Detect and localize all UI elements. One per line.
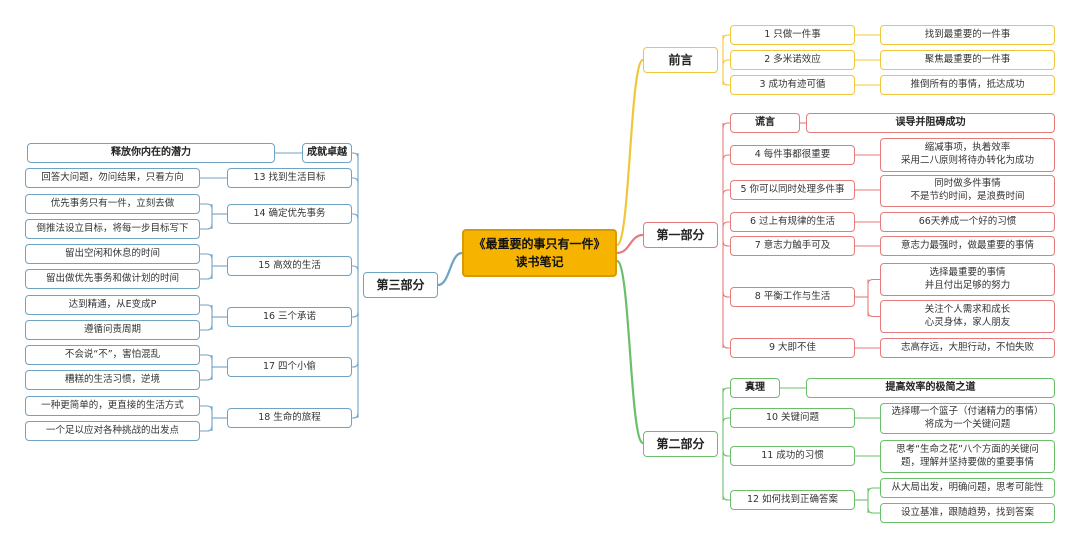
connector-part1-branch <box>722 189 730 196</box>
connector-part1-branch <box>722 122 730 129</box>
connector-part2-branch <box>722 387 730 394</box>
section-part2[interactable]: 第二部分 <box>643 431 718 457</box>
part3-detail-17-2[interactable]: 糟糕的生活习惯，逆境 <box>25 370 200 390</box>
connector-part3-detail-branch <box>200 223 213 230</box>
part1-detail-9-1[interactable]: 志高存远，大胆行动，不怕失败 <box>880 338 1055 358</box>
part3-detail-16-1[interactable]: 达到精通，从E变成P <box>25 295 200 315</box>
connector-center-part2 <box>615 259 645 445</box>
part3-item-15[interactable]: 15 高效的生活 <box>227 256 352 276</box>
connector-part3-detail-branch <box>200 354 213 361</box>
connector-part1-detail-branch <box>867 278 880 285</box>
connector-part2-detail-branch <box>867 507 880 514</box>
part1-item-6[interactable]: 6 过上有规律的生活 <box>730 212 855 232</box>
section-preface[interactable]: 前言 <box>643 47 718 73</box>
connector-part3-branch <box>352 265 359 272</box>
preface-detail-3[interactable]: 推倒所有的事情，抵达成功 <box>880 75 1055 95</box>
preface-detail-2[interactable]: 聚焦最重要的一件事 <box>880 50 1055 70</box>
part2-item-12[interactable]: 12 如何找到正确答案 <box>730 490 855 510</box>
part2-detail-10-1[interactable]: 选择哪一个篮子（付诸精力的事情） 将成为一个关键问题 <box>880 403 1055 434</box>
preface-detail-1[interactable]: 找到最重要的一件事 <box>880 25 1055 45</box>
connector-preface-branch <box>722 79 730 86</box>
part1-detail-8-1[interactable]: 选择最重要的事情 并且付出足够的努力 <box>880 263 1055 296</box>
part1-tag-lie[interactable]: 谎言 <box>730 113 800 133</box>
part2-detail-12-2[interactable]: 设立基准，跟随趋势，找到答案 <box>880 503 1055 523</box>
part1-item-7[interactable]: 7 意志力触手可及 <box>730 236 855 256</box>
connector-part1-branch <box>722 154 730 161</box>
connector-part3-detail-branch <box>200 253 213 260</box>
connector-preface-branch <box>722 34 730 41</box>
part1-detail-7-1[interactable]: 意志力最强时，做最重要的事情 <box>880 236 1055 256</box>
connector-center-preface <box>615 58 645 247</box>
connector-part3-branch <box>352 412 359 419</box>
part3-detail-15-2[interactable]: 留出做优先事务和做计划的时间 <box>25 269 200 289</box>
connector-part1-branch <box>722 342 730 349</box>
part3-detail-14-1[interactable]: 优先事务只有一件，立刻去做 <box>25 194 200 214</box>
part3-tag-summary[interactable]: 释放你内在的潜力 <box>27 143 275 163</box>
preface-item-3[interactable]: 3 成功有迹可循 <box>730 75 855 95</box>
part1-item-9[interactable]: 9 大即不佳 <box>730 338 855 358</box>
part3-detail-15-1[interactable]: 留出空闲和休息的时间 <box>25 244 200 264</box>
part2-tag-summary[interactable]: 提高效率的极简之道 <box>806 378 1055 398</box>
connector-part3-detail-branch <box>200 273 213 280</box>
part2-item-10[interactable]: 10 关键问题 <box>730 408 855 428</box>
part1-detail-4-1[interactable]: 缩减事项，执着效率 采用二八原则将待办转化为成功 <box>880 138 1055 172</box>
connector-part3-detail-branch <box>200 324 213 331</box>
connector-center-part1 <box>616 233 644 255</box>
connector-part3-detail-branch <box>200 425 213 432</box>
connector-part2-branch <box>722 417 730 424</box>
part1-tag-summary[interactable]: 误导并阻碍成功 <box>806 113 1055 133</box>
connector-preface-branch <box>722 59 730 66</box>
center-title-line2: 读书笔记 <box>515 255 564 269</box>
connector-part3-detail-branch <box>200 304 213 311</box>
connector-part3-detail-branch <box>200 405 213 412</box>
connector-part3-branch <box>352 361 359 368</box>
connector-part3-branch <box>352 311 359 318</box>
connector-part2-branch <box>722 450 730 457</box>
center-node-title[interactable]: 《最重要的事只有一件》 读书笔记 <box>462 229 617 277</box>
center-title-line1: 《最重要的事只有一件》 <box>473 237 606 251</box>
connector-part1-branch <box>722 291 730 298</box>
part2-detail-11-1[interactable]: 思考“生命之花”八个方面的关键问 题，理解并坚持要做的重要事情 <box>880 440 1055 473</box>
connector-part1-branch <box>722 221 730 228</box>
connector-part3-branch <box>352 177 359 184</box>
part3-item-16[interactable]: 16 三个承诺 <box>227 307 352 327</box>
part1-detail-8-2[interactable]: 关注个人需求和成长 心灵身体，家人朋友 <box>880 300 1055 333</box>
section-part1[interactable]: 第一部分 <box>643 222 718 248</box>
part3-detail-18-2[interactable]: 一个足以应对各种挑战的出发点 <box>25 421 200 441</box>
preface-item-2[interactable]: 2 多米诺效应 <box>730 50 855 70</box>
part3-detail-13-1[interactable]: 回答大问题，勿问结果，只看方向 <box>25 168 200 188</box>
part3-item-14[interactable]: 14 确定优先事务 <box>227 204 352 224</box>
connector-part3-detail-branch <box>200 203 213 210</box>
part1-item-5[interactable]: 5 你可以同时处理多件事 <box>730 180 855 200</box>
preface-item-1[interactable]: 1 只做一件事 <box>730 25 855 45</box>
part3-tag-excellence[interactable]: 成就卓越 <box>302 143 352 163</box>
connector-part2-detail-branch <box>867 487 880 494</box>
connector-part1-detail-branch <box>867 311 880 318</box>
part3-item-13[interactable]: 13 找到生活目标 <box>227 168 352 188</box>
connector-part3-branch <box>352 213 359 220</box>
part3-detail-14-2[interactable]: 倒推法设立目标，将每一步目标写下 <box>25 219 200 239</box>
part3-item-17[interactable]: 17 四个小偷 <box>227 357 352 377</box>
connector-part2-branch <box>722 494 730 501</box>
part1-item-4[interactable]: 4 每件事都很重要 <box>730 145 855 165</box>
part1-detail-6-1[interactable]: 66天养成一个好的习惯 <box>880 212 1055 232</box>
part3-item-18[interactable]: 18 生命的旅程 <box>227 408 352 428</box>
connector-part3-branch <box>352 152 359 159</box>
part1-detail-5-1[interactable]: 同时做多件事情 不是节约时间，是浪费时间 <box>880 175 1055 207</box>
connector-part1-branch <box>722 240 730 247</box>
part2-detail-12-1[interactable]: 从大局出发，明确问题，思考可能性 <box>880 478 1055 498</box>
part1-item-8[interactable]: 8 平衡工作与生活 <box>730 287 855 307</box>
connector-part3-detail-branch <box>200 374 213 381</box>
part3-detail-17-1[interactable]: 不会说“不”，害怕混乱 <box>25 345 200 365</box>
part2-tag-truth[interactable]: 真理 <box>730 378 780 398</box>
part3-detail-16-2[interactable]: 遵循问责周期 <box>25 320 200 340</box>
part3-detail-18-1[interactable]: 一种更简单的，更直接的生活方式 <box>25 396 200 416</box>
section-part3[interactable]: 第三部分 <box>363 272 438 298</box>
part2-item-11[interactable]: 11 成功的习惯 <box>730 446 855 466</box>
connector-center-part3 <box>437 251 463 287</box>
